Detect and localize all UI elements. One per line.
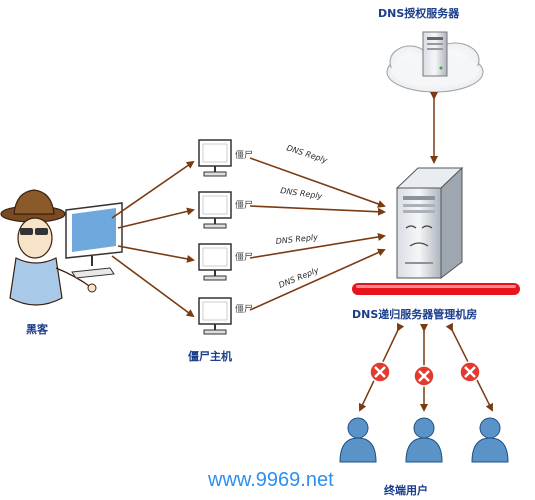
user-icon-3 (471, 417, 509, 463)
dns-reply-1: DNS Reply (285, 143, 328, 165)
attacker-label: 黑客 (26, 322, 49, 336)
block-icon-3 (459, 361, 481, 383)
zombie-host-1 (198, 139, 232, 177)
auth-server-icon (422, 31, 448, 77)
red-bar (352, 283, 520, 295)
zombie-tag-2: 僵尸 (235, 199, 253, 211)
zombie-host-3 (198, 243, 232, 281)
user-icon-1 (339, 417, 377, 463)
zombie-host-2 (198, 191, 232, 229)
red-bar-highlight (356, 285, 516, 288)
user-icon-2 (405, 417, 443, 463)
block-icon-2 (413, 365, 435, 387)
end-users-label: 终端用户 (384, 483, 428, 497)
dns-authoritative-cloud (386, 31, 484, 93)
zombie-tag-4: 僵尸 (235, 303, 253, 315)
attacker-monitor-icon (65, 202, 123, 279)
watermark: www.9969.net (207, 469, 334, 491)
zombies-to-server-arrows (249, 157, 386, 311)
recursive-server-icon (395, 166, 464, 280)
zombie-host-4 (198, 297, 232, 335)
attacker-figure (0, 189, 97, 306)
dns-reply-2: DNS Reply (280, 186, 323, 201)
recursive-server-label: DNS递归服务器管理机房 (352, 307, 477, 321)
zombie-hosts-label: 僵尸主机 (188, 349, 232, 363)
zombie-tag-3: 僵尸 (235, 251, 253, 263)
dns-reply-4: DNS Reply (277, 266, 320, 290)
dns-reply-3: DNS Reply (275, 233, 318, 246)
attacker-to-zombies-arrows (111, 160, 195, 318)
auth-server-label: DNS授权服务器 (378, 6, 460, 20)
zombie-tag-1: 僵尸 (235, 149, 253, 161)
block-icon-1 (369, 361, 391, 383)
